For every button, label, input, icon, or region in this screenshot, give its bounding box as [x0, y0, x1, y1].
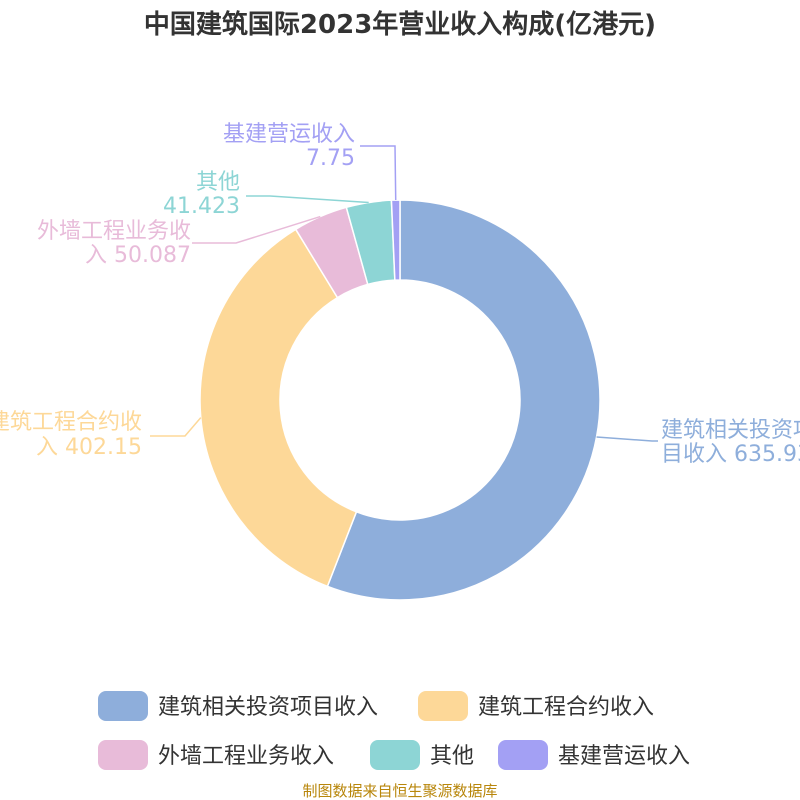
slice-label-0-line-1: 建筑相关投资项 [661, 418, 800, 443]
leader-line-3 [246, 195, 369, 204]
slice-label-4-line-1: 基建营运收入 [223, 122, 355, 147]
slice-label-1-line-2: 入 402.15 [36, 435, 142, 460]
slice-label-3-line-1: 其他 [196, 170, 240, 195]
legend-label-4: 基建营运收入 [558, 744, 690, 769]
slice-label-3-line-2: 41.423 [163, 194, 240, 219]
slice-callouts: 建筑相关投资项目收入 635.93 建筑工程合约收入 402.15 外墙工程业务收入… [0, 122, 800, 467]
legend-label-0: 建筑相关投资项目收入 [158, 695, 378, 720]
chart-title: 中国建筑国际2023年营业收入构成(亿港元) [144, 9, 656, 40]
slice-label-1-line-1: 建筑工程合约收 [0, 410, 142, 435]
slice-label-2-line-1: 外墙工程业务收 [37, 219, 191, 244]
legend-swatch-2 [98, 740, 148, 770]
source-note: 制图数据来自恒生聚源数据库 [302, 782, 497, 800]
leader-line-0 [596, 436, 658, 442]
legend-swatch-4 [498, 740, 548, 770]
slice-1 [199, 228, 358, 588]
legend-label-3: 其他 [430, 744, 474, 769]
legend-swatch-0 [98, 691, 148, 721]
slice-0 [326, 199, 601, 601]
legend-swatch-3 [370, 740, 420, 770]
legend-label-1: 建筑工程合约收入 [478, 695, 654, 720]
donut-slices [199, 199, 601, 601]
legend-label-2: 外墙工程业务收入 [158, 744, 334, 769]
leader-line-4 [360, 145, 397, 201]
slice-label-4-line-2: 7.75 [306, 146, 355, 171]
slice-label-2-line-2: 入 50.087 [85, 243, 191, 268]
legend-swatch-1 [418, 691, 468, 721]
leader-line-2 [192, 215, 321, 244]
slice-4 [390, 199, 401, 281]
leader-line-1 [150, 417, 202, 437]
slice-label-0-line-2: 目收入 635.93 [661, 442, 800, 467]
